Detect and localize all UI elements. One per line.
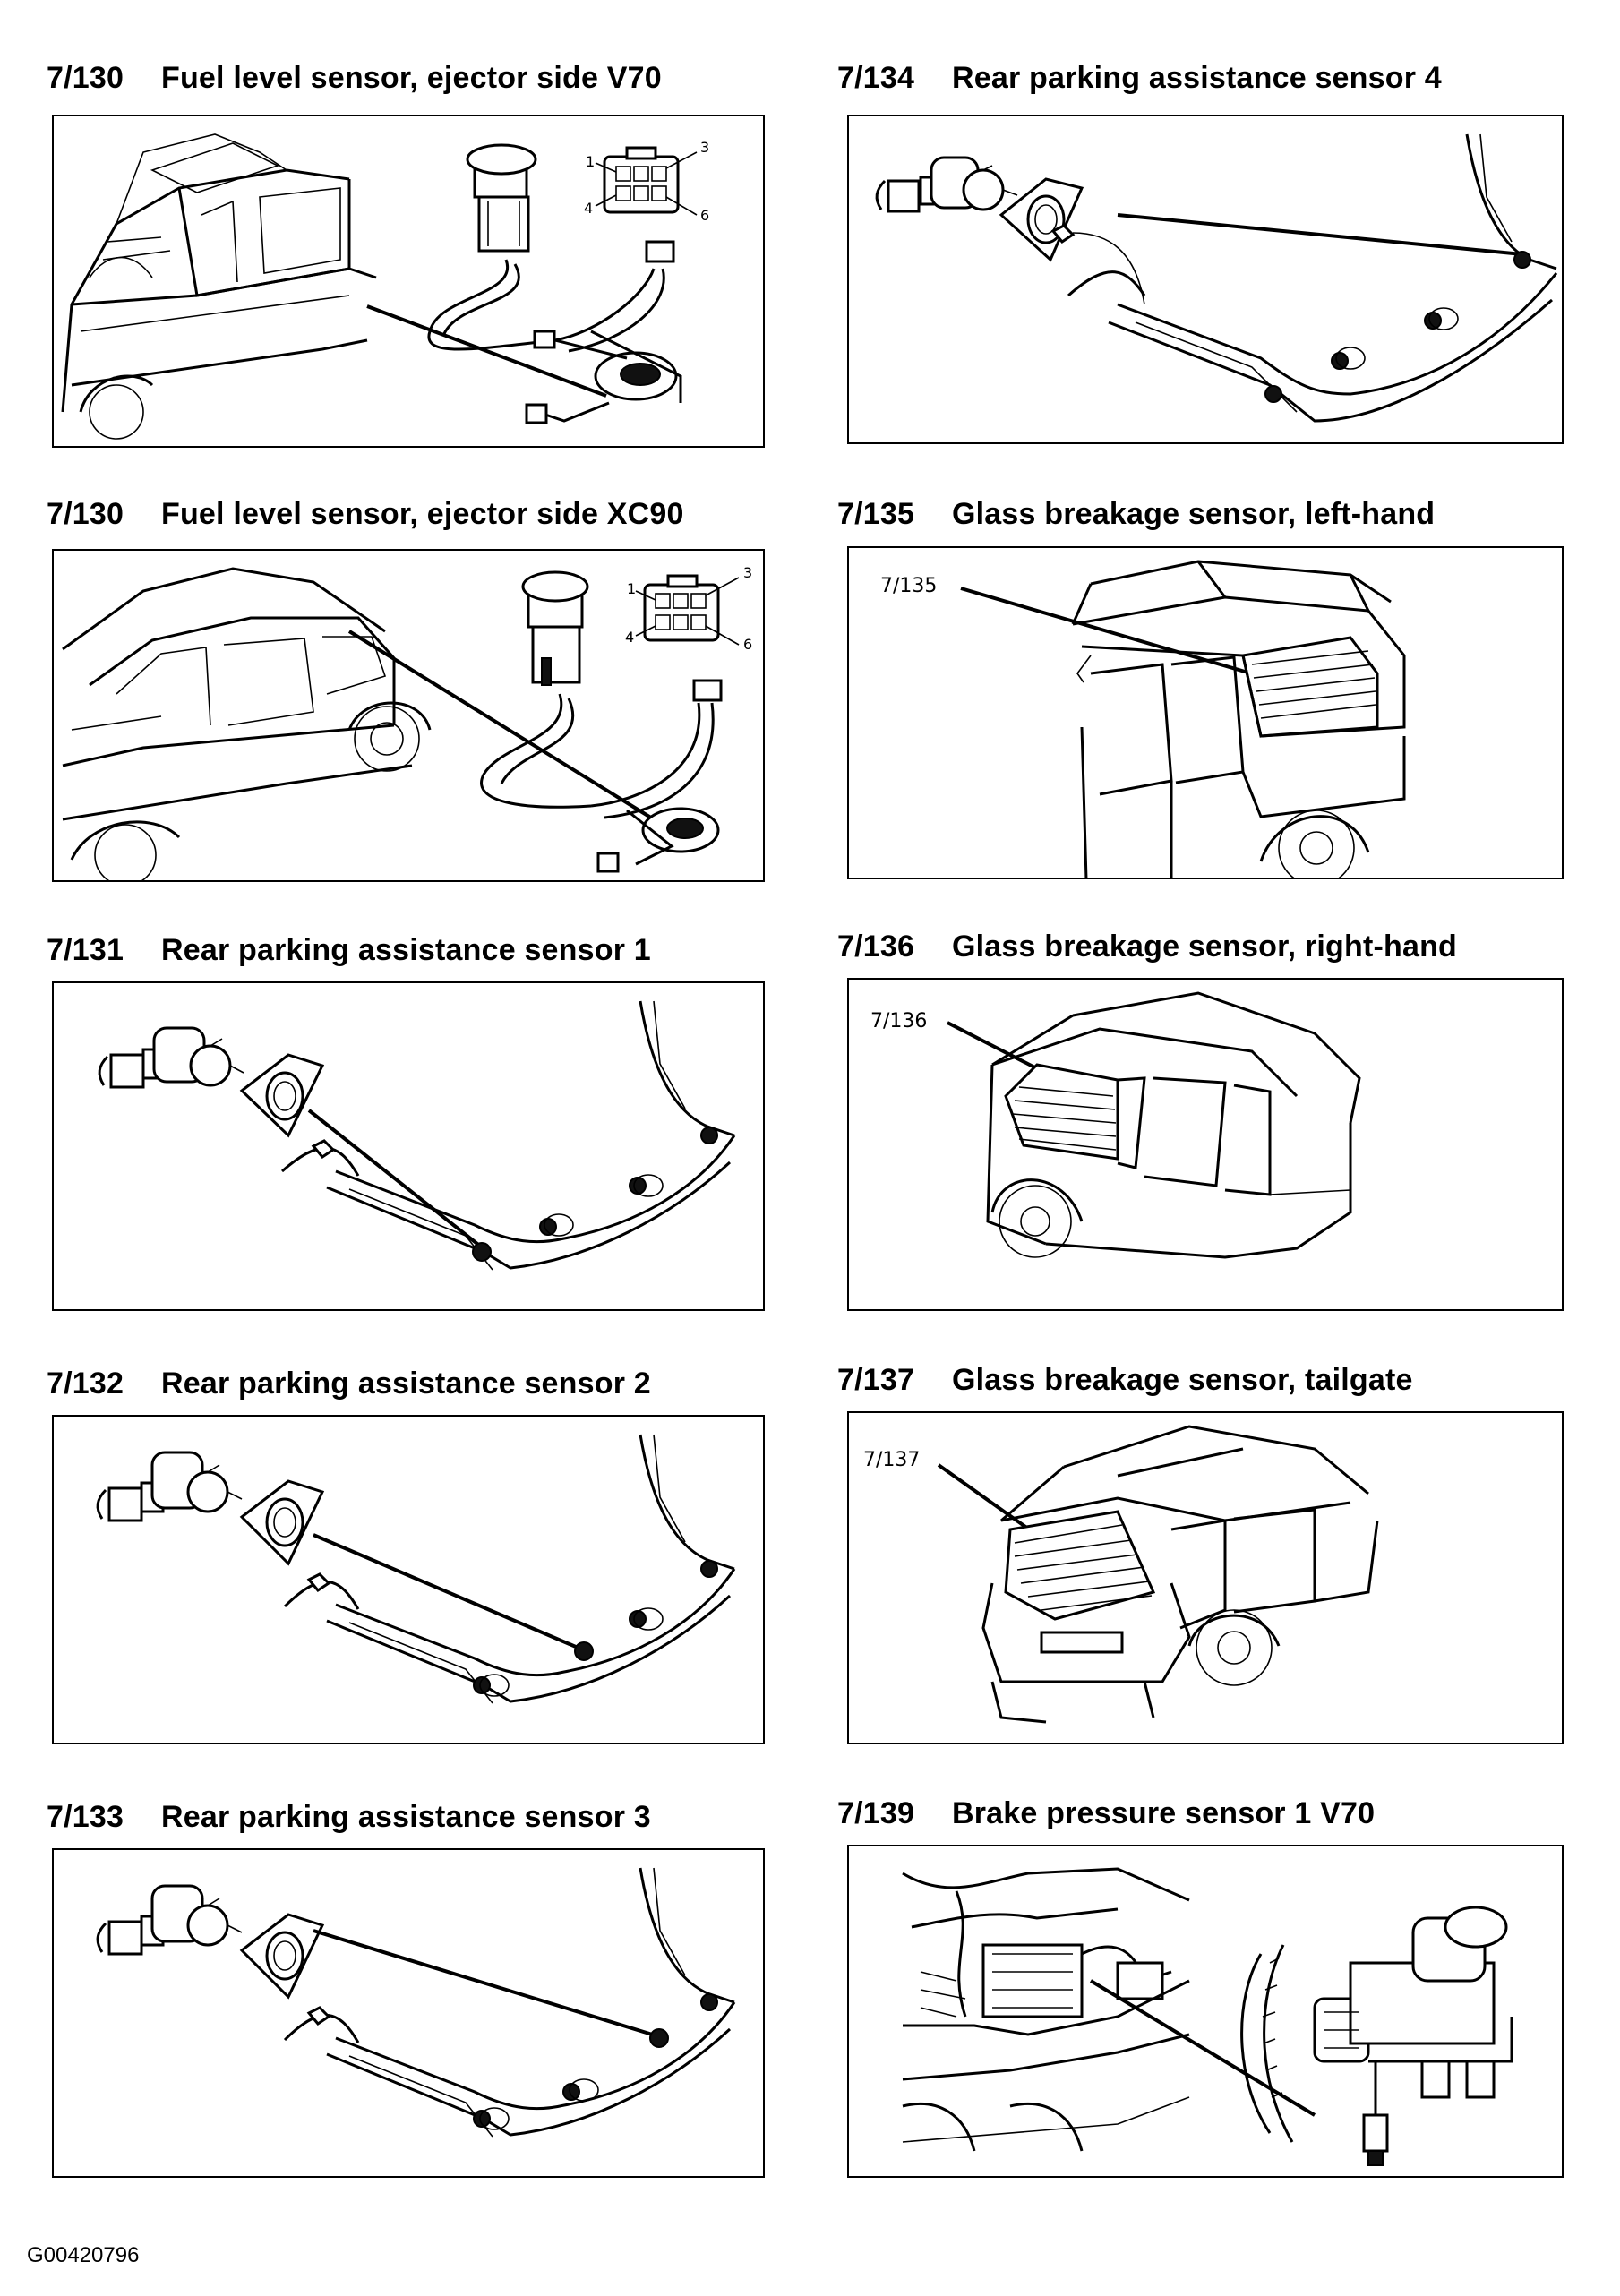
callout-label: 7/135 — [880, 575, 938, 597]
component-title: Rear parking assistance sensor 2 — [161, 1366, 651, 1401]
pin-label: 6 — [743, 636, 752, 653]
panel-heading: 7/136 Glass breakage sensor, right-hand — [837, 930, 1457, 964]
estate-car-rear — [981, 1425, 1379, 1724]
panel-heading: 7/130 Fuel level sensor, ejector side V70 — [47, 61, 662, 96]
pin-label: 4 — [584, 200, 593, 217]
pin-label: 3 — [700, 139, 709, 156]
sensor-exploded-view — [96, 1884, 325, 2000]
panel-heading: 7/134 Rear parking assistance sensor 4 — [837, 61, 1442, 96]
component-code: 7/133 — [47, 1800, 124, 1834]
component-code: 7/132 — [47, 1366, 124, 1401]
rear-bumper — [283, 1867, 736, 2138]
master-cylinder-illustration — [1240, 1906, 1513, 2166]
pin-label: 4 — [625, 629, 634, 646]
fuel-pump-assembly — [480, 570, 723, 873]
suv-side-illustration — [62, 567, 432, 880]
component-title: Rear parking assistance sensor 4 — [952, 61, 1442, 95]
component-code: 7/131 — [47, 933, 124, 967]
illustration-glass-sensor-tailgate: 7/137 — [847, 1411, 1564, 1744]
panel-heading: 7/133 Rear parking assistance sensor 3 — [47, 1800, 651, 1835]
callout-label: 7/136 — [870, 1010, 928, 1032]
fuel-pump-assembly — [427, 143, 682, 424]
pin-label: 1 — [627, 580, 636, 597]
estate-car-side-rear — [986, 991, 1361, 1259]
panel-heading: 7/135 Glass breakage sensor, left-hand — [837, 497, 1435, 532]
panel-heading: 7/130 Fuel level sensor, ejector side XC9… — [47, 497, 684, 532]
panel-heading: 7/132 Rear parking assistance sensor 2 — [47, 1366, 651, 1401]
illustration-fuel-sensor-v70: 1 3 4 6 — [52, 115, 765, 448]
pin-label: 1 — [586, 153, 595, 170]
illustration-parking-sensor-2 — [52, 1415, 765, 1744]
leader-line — [960, 587, 1298, 689]
illustration-parking-sensor-3 — [52, 1848, 765, 2178]
component-title: Glass breakage sensor, right-hand — [952, 930, 1458, 964]
engine-bay-illustration — [902, 1867, 1190, 2152]
component-code: 7/134 — [837, 61, 915, 95]
sensor-exploded-view — [98, 1026, 325, 1138]
leader-line — [366, 304, 607, 398]
component-code: 7/136 — [837, 930, 915, 964]
component-code: 7/130 — [47, 61, 124, 95]
leader-line — [307, 1109, 484, 1249]
illustration-brake-pressure-sensor — [847, 1845, 1564, 2178]
image-reference-code: G00420796 — [27, 2243, 140, 2267]
component-code: 7/135 — [837, 497, 915, 531]
leader-line — [1117, 213, 1523, 256]
sensor-exploded-view — [875, 156, 1084, 262]
sensor-exploded-view — [96, 1451, 325, 1566]
illustration-parking-sensor-1 — [52, 981, 765, 1311]
rear-bumper — [281, 1000, 736, 1271]
component-title: Fuel level sensor, ejector side V70 — [161, 61, 662, 95]
illustration-glass-sensor-right: 7/136 — [847, 978, 1564, 1311]
component-title: Glass breakage sensor, left-hand — [952, 497, 1436, 531]
panel-heading: 7/137 Glass breakage sensor, tailgate — [837, 1363, 1413, 1398]
component-code: 7/130 — [47, 497, 124, 531]
component-title: Rear parking assistance sensor 3 — [161, 1800, 651, 1834]
component-code: 7/139 — [837, 1796, 915, 1830]
component-title: Rear parking assistance sensor 1 — [161, 933, 651, 967]
connector-pinout: 1 3 4 6 — [625, 564, 752, 653]
leader-line — [313, 1533, 583, 1651]
panel-heading: 7/139 Brake pressure sensor 1 V70 — [837, 1796, 1375, 1831]
leader-line — [313, 1929, 659, 2038]
rear-bumper — [1050, 133, 1558, 423]
callout-label: 7/137 — [863, 1449, 921, 1471]
component-title: Glass breakage sensor, tailgate — [952, 1363, 1413, 1397]
car-side-illustration — [61, 133, 377, 440]
component-title: Fuel level sensor, ejector side XC90 — [161, 497, 684, 531]
illustration-parking-sensor-4 — [847, 115, 1564, 444]
leader-line — [347, 630, 656, 821]
illustration-fuel-sensor-xc90: 1 3 4 6 — [52, 549, 765, 882]
pin-label: 6 — [700, 207, 709, 224]
component-title: Brake pressure sensor 1 V70 — [952, 1796, 1376, 1830]
connector-pinout: 1 3 4 6 — [584, 139, 709, 224]
leader-line — [1089, 1979, 1316, 2117]
component-code: 7/137 — [837, 1363, 915, 1397]
rear-bumper — [283, 1434, 736, 1704]
pin-label: 3 — [743, 564, 752, 581]
panel-heading: 7/131 Rear parking assistance sensor 1 — [47, 933, 651, 968]
estate-car-rear-quarter — [1071, 560, 1406, 878]
illustration-glass-sensor-left: 7/135 — [847, 546, 1564, 879]
